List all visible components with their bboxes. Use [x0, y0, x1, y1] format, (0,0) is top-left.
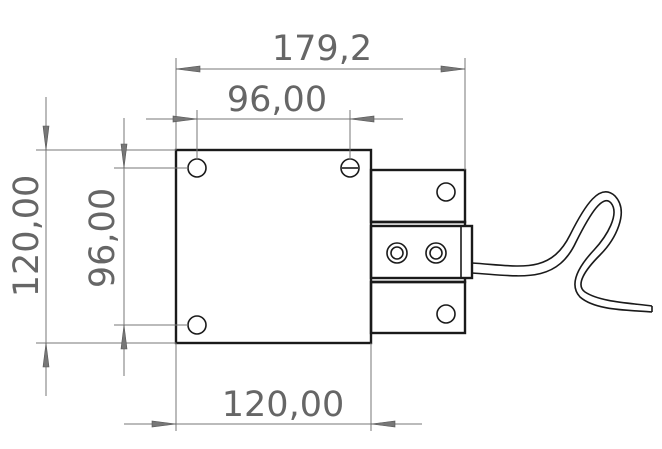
dimension-hole-spacing-vertical: 96,00 — [83, 118, 188, 376]
plate-hole-top-left — [187, 158, 207, 178]
load-cell-upper-edge — [371, 220, 467, 225]
connector-pin-left-inner — [390, 246, 404, 260]
load-cell-lower-block — [369, 280, 467, 335]
plate-hole-bottom-left — [187, 315, 207, 335]
connector-pin-right-outer — [425, 242, 447, 264]
dimension-label-overall-width: 179,2 — [272, 29, 372, 69]
load-cell-hole-bottom — [436, 304, 456, 324]
main-plate — [174, 148, 373, 345]
dimension-label-plate-height: 120,00 — [7, 175, 47, 297]
connector-pin-left-outer — [386, 242, 408, 264]
dimension-label-plate-width: 120,00 — [222, 385, 344, 425]
dimension-plate-height: 120,00 — [7, 97, 176, 396]
load-cell-lower-edge — [371, 278, 467, 284]
connector-pin-right-inner — [429, 246, 443, 260]
dimension-label-hole-spacing-horizontal: 96,00 — [227, 80, 327, 120]
dimension-hole-spacing-horizontal: 96,00 — [146, 80, 403, 160]
load-cell-hole-top — [436, 182, 456, 202]
load-cell-upper-block — [369, 168, 467, 224]
connector-housing — [369, 224, 474, 280]
dimension-plate-width: 120,00 — [124, 343, 422, 431]
dimension-label-hole-spacing-vertical: 96,00 — [83, 188, 123, 288]
cable — [471, 191, 653, 313]
dimension-overall-width: 179,2 — [175, 29, 466, 170]
load-cell-body — [369, 168, 474, 335]
